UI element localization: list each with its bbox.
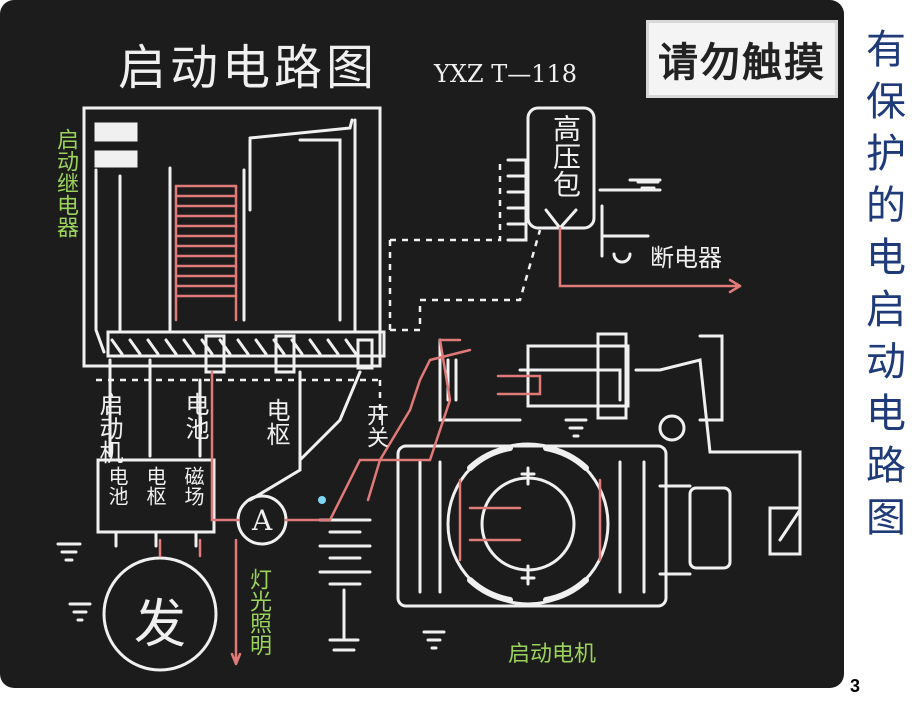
board-title: 启动电路图 [118,40,379,96]
switch-label: 开关 [363,404,388,448]
generator-label: 发 [134,595,187,655]
relay-contact-mid [94,150,138,168]
relay-housing [82,106,382,368]
lighting-label: 灯光照明 [246,568,271,656]
relay-spring-arm [94,168,122,354]
page-number: 3 [850,676,861,696]
relay-armature [248,118,354,212]
motor-label: 启动电机 [508,642,597,667]
ammeter-label: A [252,504,273,537]
warning-sign: 请勿触摸 [646,20,838,98]
side-title: 有保护的电启动电路图 [859,28,905,548]
starter-label: 启动机 [95,392,123,464]
chalkboard: 启动电路图 YXZ T—118 请勿触摸 启动继电器 灯光照明 启动电机 高压包… [0,0,844,688]
hv-package-label: 高压包 [549,114,582,198]
relay-coil [174,184,238,298]
relay-bracket [298,118,357,332]
relay-base [106,330,386,358]
red-wire-armature [458,478,602,562]
motor-frame [396,444,668,608]
terminal-battery-label: 电池 [105,466,129,506]
terminal-armature-label: 电枢 [143,466,167,506]
solenoid [526,344,630,408]
red-wire-motor [366,348,472,502]
model-label: YXZ T—118 [434,60,578,88]
relay-label: 启动继电器 [53,128,78,238]
breaker-label: 断电器 [650,244,722,272]
relay-core [168,166,246,332]
breaker-assembly [598,178,662,264]
battery-label: 电池 [181,392,209,440]
relay-contact-top [94,122,138,142]
motor-armature-inner [480,476,576,572]
motor-armature-ring [446,442,610,606]
red-wire-hv [558,226,742,288]
armature-label: 电枢 [262,398,290,446]
circuit-diagram [56,106,802,672]
generator [102,556,218,672]
battery [318,518,372,652]
terminal-field-label: 磁场 [181,466,205,506]
red-wire-main [210,338,462,522]
